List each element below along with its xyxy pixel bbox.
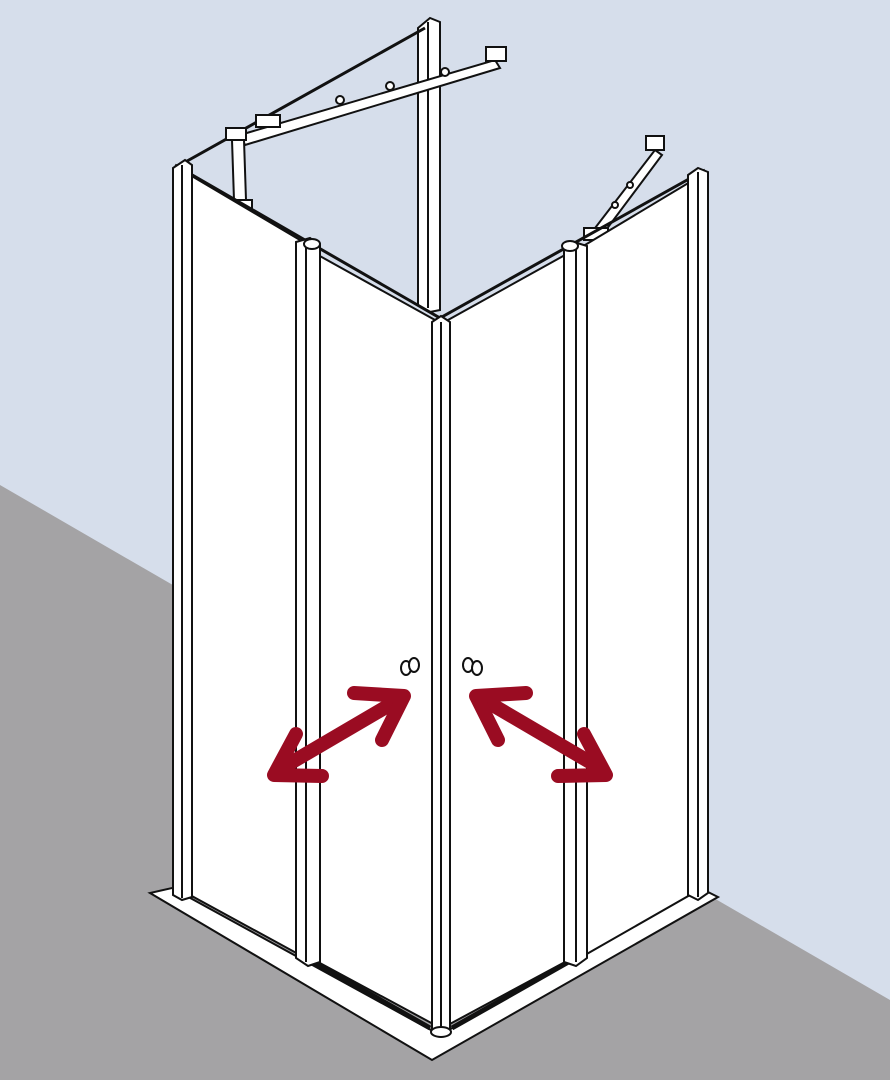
right-fixed-panel: [584, 180, 691, 957]
bottom-seal-right: [450, 957, 574, 1031]
left-door-opening-arrow-icon: [267, 686, 411, 783]
left-door-knob: [400, 657, 420, 676]
left-fixed-panel: [189, 173, 301, 957]
rear-stabilizer-post: [417, 16, 441, 314]
left-door-post: [295, 236, 321, 968]
right-door-post: [561, 240, 588, 968]
left-door-panel: [317, 253, 436, 1027]
bottom-seal-left: [308, 957, 432, 1031]
right-wall-profile: [687, 166, 709, 902]
left-wall-profile: [172, 158, 193, 902]
stabilizer-bar-left: [179, 26, 507, 215]
corner-post: [430, 314, 452, 1038]
right-door-knob: [462, 657, 483, 676]
right-door-opening-arrow-icon: [469, 686, 613, 783]
stabilizer-bar-right: [583, 135, 665, 241]
right-door-panel: [447, 253, 566, 1027]
